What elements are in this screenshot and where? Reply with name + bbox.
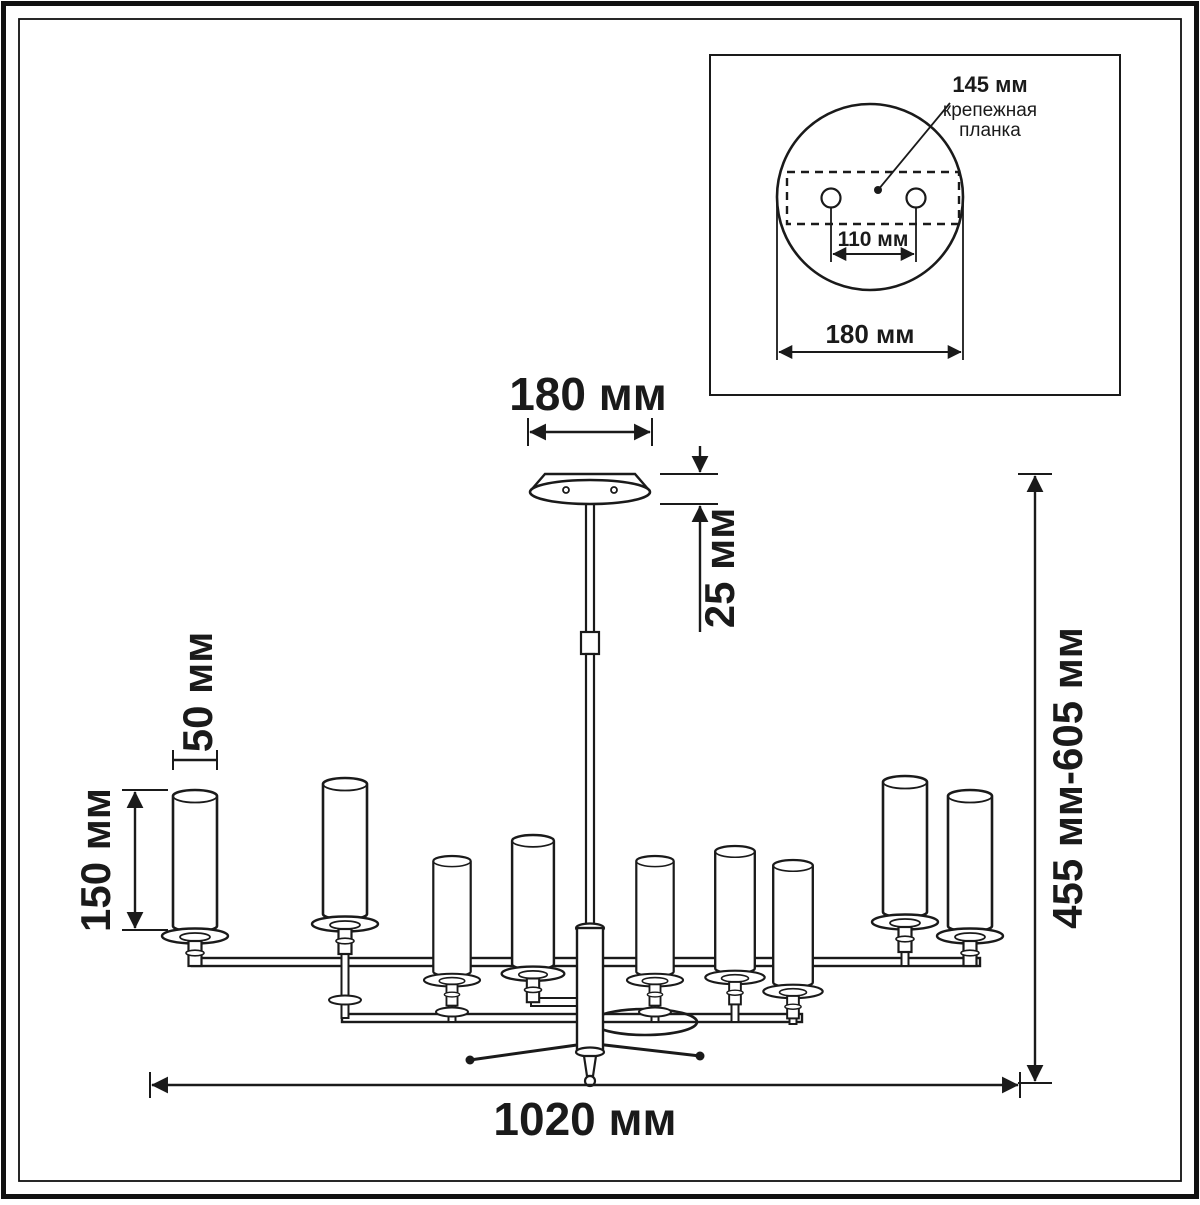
inset-plate-caption-line2: планка <box>959 120 1021 141</box>
dim-canopy-width-label: 180 мм <box>509 368 667 420</box>
lamp-candle <box>704 844 766 1006</box>
dim-shade-height-label: 150 мм <box>72 788 119 932</box>
ceiling-canopy-plate <box>528 478 652 506</box>
bottom-finial <box>582 1054 598 1078</box>
inset-mounting-diagram: 145 мм крепежная планка 110 мм 180 мм <box>709 54 1121 396</box>
inset-holes-spacing-label: 110 мм <box>838 228 909 251</box>
inner-frame <box>18 18 1182 1182</box>
dim-overall-height-label: 455 мм-605 мм <box>1044 627 1091 929</box>
central-hub <box>575 926 605 1054</box>
lamp-candle <box>500 833 566 1004</box>
lamp-candle <box>762 858 824 1020</box>
dim-shade-diameter-label: 50 мм <box>174 632 221 753</box>
arm-tip-right <box>695 1051 705 1061</box>
hanging-rod-upper <box>584 496 596 636</box>
mount-hole-right <box>905 187 927 209</box>
lamp-candle <box>422 854 482 1007</box>
dimension-annotations: 180 мм 25 мм 50 мм 150 мм 455 мм-605 мм … <box>72 368 1091 1145</box>
inset-plate-caption-line1: крепежная <box>943 100 1037 121</box>
leader-line <box>877 102 951 191</box>
hanging-rod-lower <box>584 652 596 932</box>
arm-tip-left <box>465 1055 475 1065</box>
lamp-candle <box>625 854 685 1007</box>
inset-base-diameter-label: 180 мм <box>825 319 914 349</box>
inset-plate-size-label: 145 мм <box>952 72 1027 97</box>
mount-hole-left <box>820 187 842 209</box>
arm-diagonal-left <box>468 1042 586 1062</box>
dim-overall-width-label: 1020 мм <box>493 1093 676 1145</box>
rod-coupler <box>579 630 601 656</box>
dim-canopy-height-label: 25 мм <box>696 508 743 629</box>
lamp-candle <box>870 774 940 954</box>
arm-diagonal-right <box>594 1042 702 1058</box>
mounting-plate-dashed <box>785 170 961 226</box>
chandelier-drawing <box>160 472 1005 1088</box>
lamp-candle <box>310 776 380 956</box>
lamp-candle <box>935 788 1005 968</box>
lamp-candle <box>160 788 230 968</box>
